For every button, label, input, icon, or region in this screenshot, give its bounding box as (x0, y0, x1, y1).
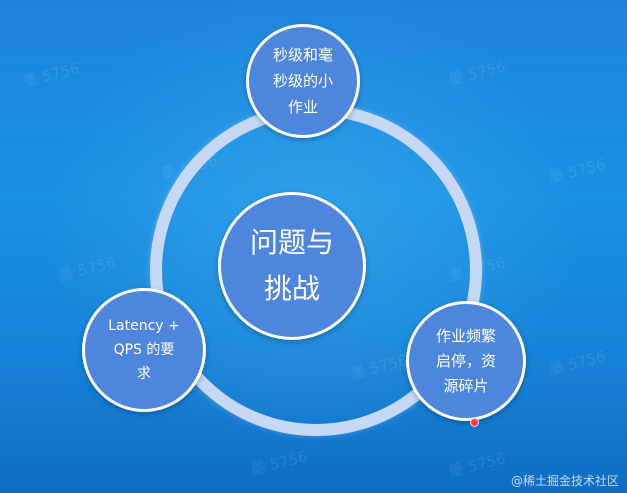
node-top: 秒级和毫 秒级的小 作业 (246, 24, 360, 138)
watermark-icon: 墨 (546, 357, 566, 379)
node-right: 作业频繁 启停，资 源碎片 (406, 301, 526, 421)
center-node-label: 问题与 挑战 (249, 226, 334, 305)
watermark: 墨 5756 (20, 59, 82, 91)
watermark: 墨 5756 (248, 447, 310, 479)
watermark-icon: 墨 (446, 459, 466, 481)
watermark: 墨 5756 (546, 347, 608, 379)
watermark: 墨 5756 (546, 155, 608, 187)
watermark: 墨 5756 (56, 253, 118, 285)
watermark-icon: 墨 (546, 165, 566, 187)
node-right-label: 作业频繁 启停，资 源碎片 (435, 326, 496, 395)
center-node: 问题与 挑战 (218, 192, 366, 340)
credit-text: @稀土掘金技术社区 (510, 474, 619, 488)
watermark-icon: 墨 (56, 263, 76, 285)
node-left-label: Latency + QPS 的要 求 (108, 318, 180, 382)
watermark: 墨 5756 (446, 57, 508, 89)
watermark: 墨 5756 (446, 449, 508, 481)
watermark-icon: 墨 (158, 161, 178, 183)
pointer-dot-icon (470, 418, 479, 427)
watermark-icon: 墨 (446, 67, 466, 89)
watermark-icon: 墨 (20, 69, 40, 91)
node-top-label: 秒级和毫 秒级的小 作业 (272, 46, 333, 116)
watermark-icon: 墨 (248, 457, 268, 479)
node-left: Latency + QPS 的要 求 (82, 288, 206, 412)
